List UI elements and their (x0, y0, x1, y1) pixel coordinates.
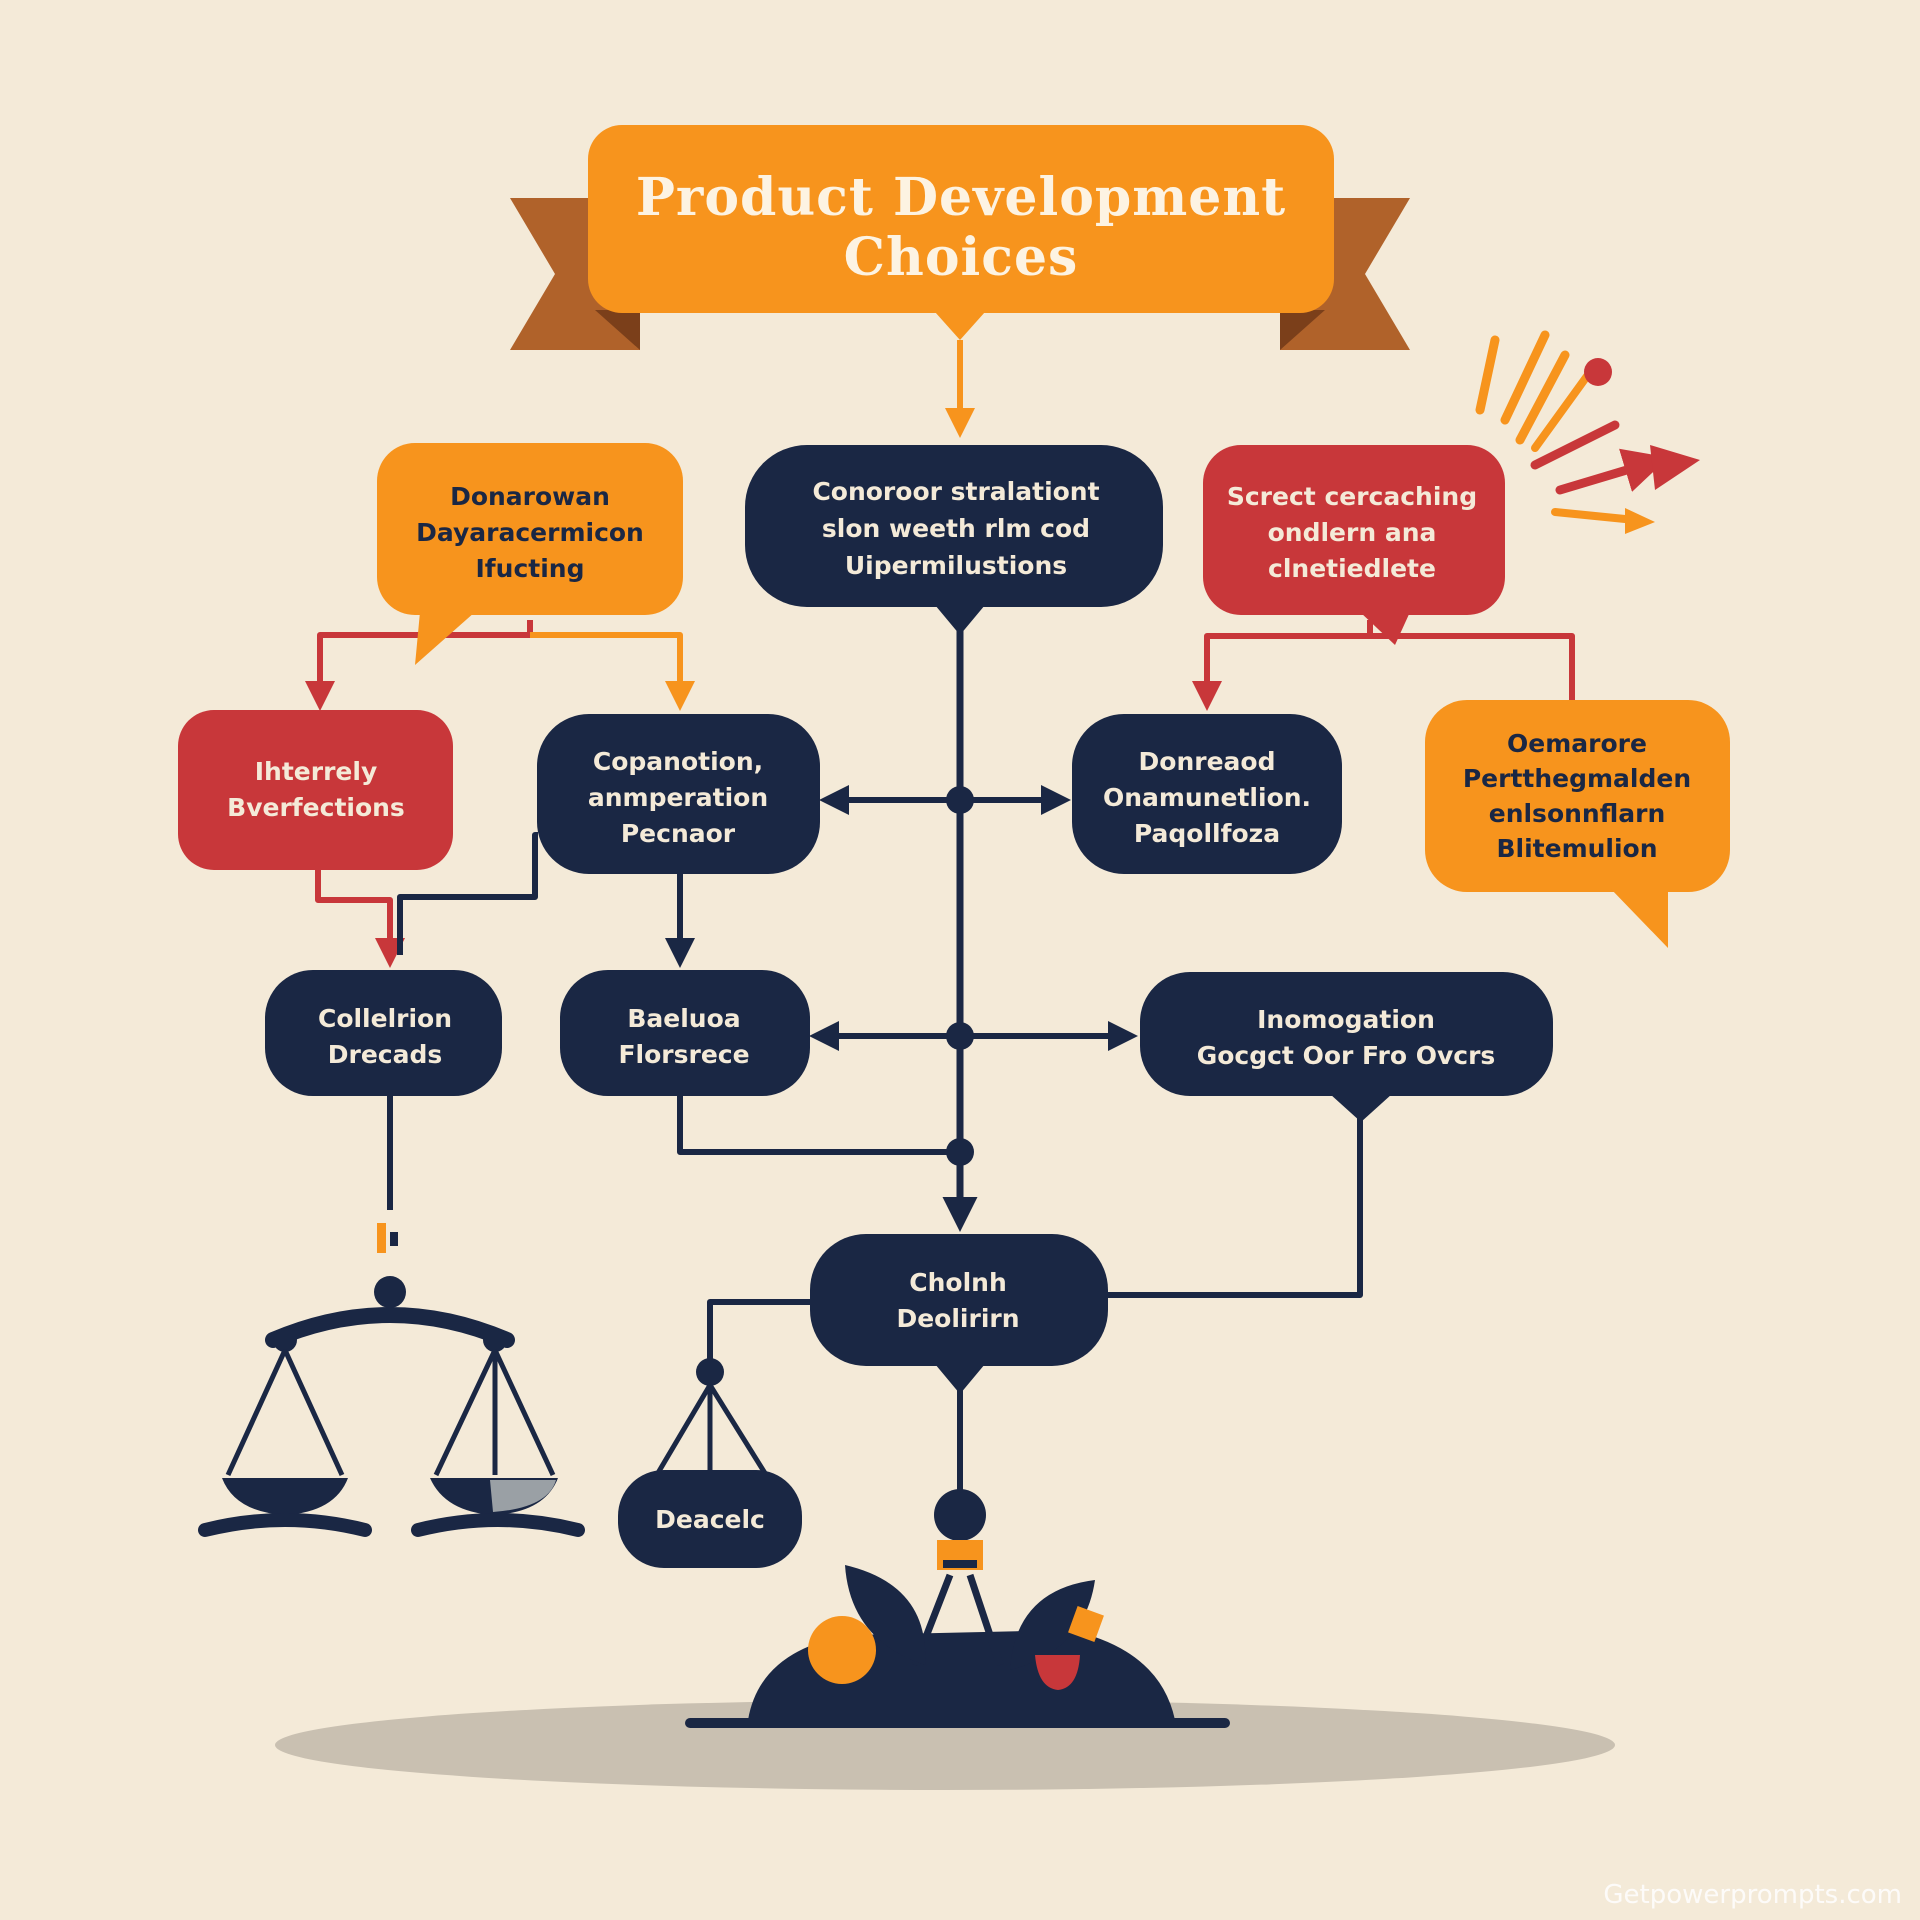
node-top-center[interactable]: Conoroor stralationt slon weeth rlm cod … (745, 445, 1163, 635)
node-top-center-line-2: slon weeth rlm cod (822, 514, 1090, 543)
node-top-left-line-1: Donarowan (450, 482, 610, 511)
node-mid-center-left-line-2: anmperation (588, 783, 768, 812)
node-top-center-line-1: Conoroor stralationt (812, 477, 1099, 506)
balance-scale-icon (198, 1223, 585, 1537)
node-mid-center-left-line-3: Pecnaor (621, 819, 736, 848)
node-small-pill[interactable]: Deacelc (618, 1470, 802, 1568)
node-mid-right-line-1: Oemarore (1507, 729, 1647, 758)
node-top-left-line-2: Dayaracermicon (416, 518, 644, 547)
node-low-center-line-2: Florsrece (618, 1040, 749, 1069)
node-top-right-line-1: Screct cercaching (1227, 482, 1477, 511)
connectors (305, 340, 1575, 1495)
watermark: Getpowerprompts.com (1603, 1880, 1902, 1910)
node-top-center-line-3: Uipermilustions (845, 551, 1067, 580)
node-small-pill-label: Deacelc (655, 1505, 765, 1534)
burst-arrows-icon (1475, 330, 1700, 534)
node-mid-center-right-line-2: Onamunetlion. (1103, 783, 1311, 812)
node-decision-line-1: Cholnh (909, 1268, 1007, 1297)
node-low-left-line-2: Drecads (328, 1040, 443, 1069)
node-mid-right-line-4: Blitemulion (1496, 834, 1657, 863)
node-mid-right-line-3: enlsonnflarn (1489, 799, 1666, 828)
node-low-right-line-1: Inomogation (1257, 1005, 1435, 1034)
node-mid-center-left[interactable]: Copanotion, anmperation Pecnaor (537, 714, 820, 874)
node-low-center[interactable]: Baeluoa Florsrece (560, 970, 810, 1096)
node-mid-center-right-line-3: Paqollfoza (1134, 819, 1280, 848)
ground-shadow (275, 1700, 1615, 1790)
title-line-1: Product Development (636, 167, 1286, 228)
node-low-right[interactable]: Inomogation Gocgct Oor Fro Ovcrs (1140, 972, 1553, 1122)
node-decision-line-2: Deolirirn (896, 1304, 1019, 1333)
node-mid-center-right[interactable]: Donreaod Onamunetlion. Paqollfoza (1072, 714, 1342, 874)
node-mid-center-right-line-1: Donreaod (1139, 747, 1276, 776)
node-mid-right-line-2: Pertthegmalden (1463, 764, 1691, 793)
leaf-plant-icon (685, 1489, 1230, 1728)
node-top-left-line-3: Ifucting (475, 554, 584, 583)
node-mid-left-line-1: Ihterrely (255, 757, 378, 786)
small-scale-icon (652, 1358, 771, 1480)
node-top-right[interactable]: Screct cercaching ondlern ana clnetiedle… (1203, 445, 1505, 645)
node-top-left[interactable]: Donarowan Dayaracermicon Ifucting (377, 443, 683, 665)
node-low-center-line-1: Baeluoa (627, 1004, 740, 1033)
node-mid-center-left-line-1: Copanotion, (593, 747, 763, 776)
title-banner: Product Development Choices (510, 125, 1410, 350)
title-line-2: Choices (844, 227, 1079, 288)
node-mid-right[interactable]: Oemarore Pertthegmalden enlsonnflarn Bli… (1425, 700, 1730, 948)
node-mid-left[interactable]: Ihterrely Bverfections (178, 710, 453, 870)
node-low-left[interactable]: Collelrion Drecads (265, 970, 502, 1096)
node-low-left-line-1: Collelrion (318, 1004, 452, 1033)
node-top-right-line-2: ondlern ana (1268, 518, 1437, 547)
node-top-right-line-3: clnetiedlete (1268, 554, 1436, 583)
node-mid-left-line-2: Bverfections (227, 793, 405, 822)
junction-dots (946, 786, 974, 1166)
node-decision[interactable]: Cholnh Deolirirn (810, 1234, 1108, 1394)
node-low-right-line-2: Gocgct Oor Fro Ovcrs (1197, 1041, 1496, 1070)
